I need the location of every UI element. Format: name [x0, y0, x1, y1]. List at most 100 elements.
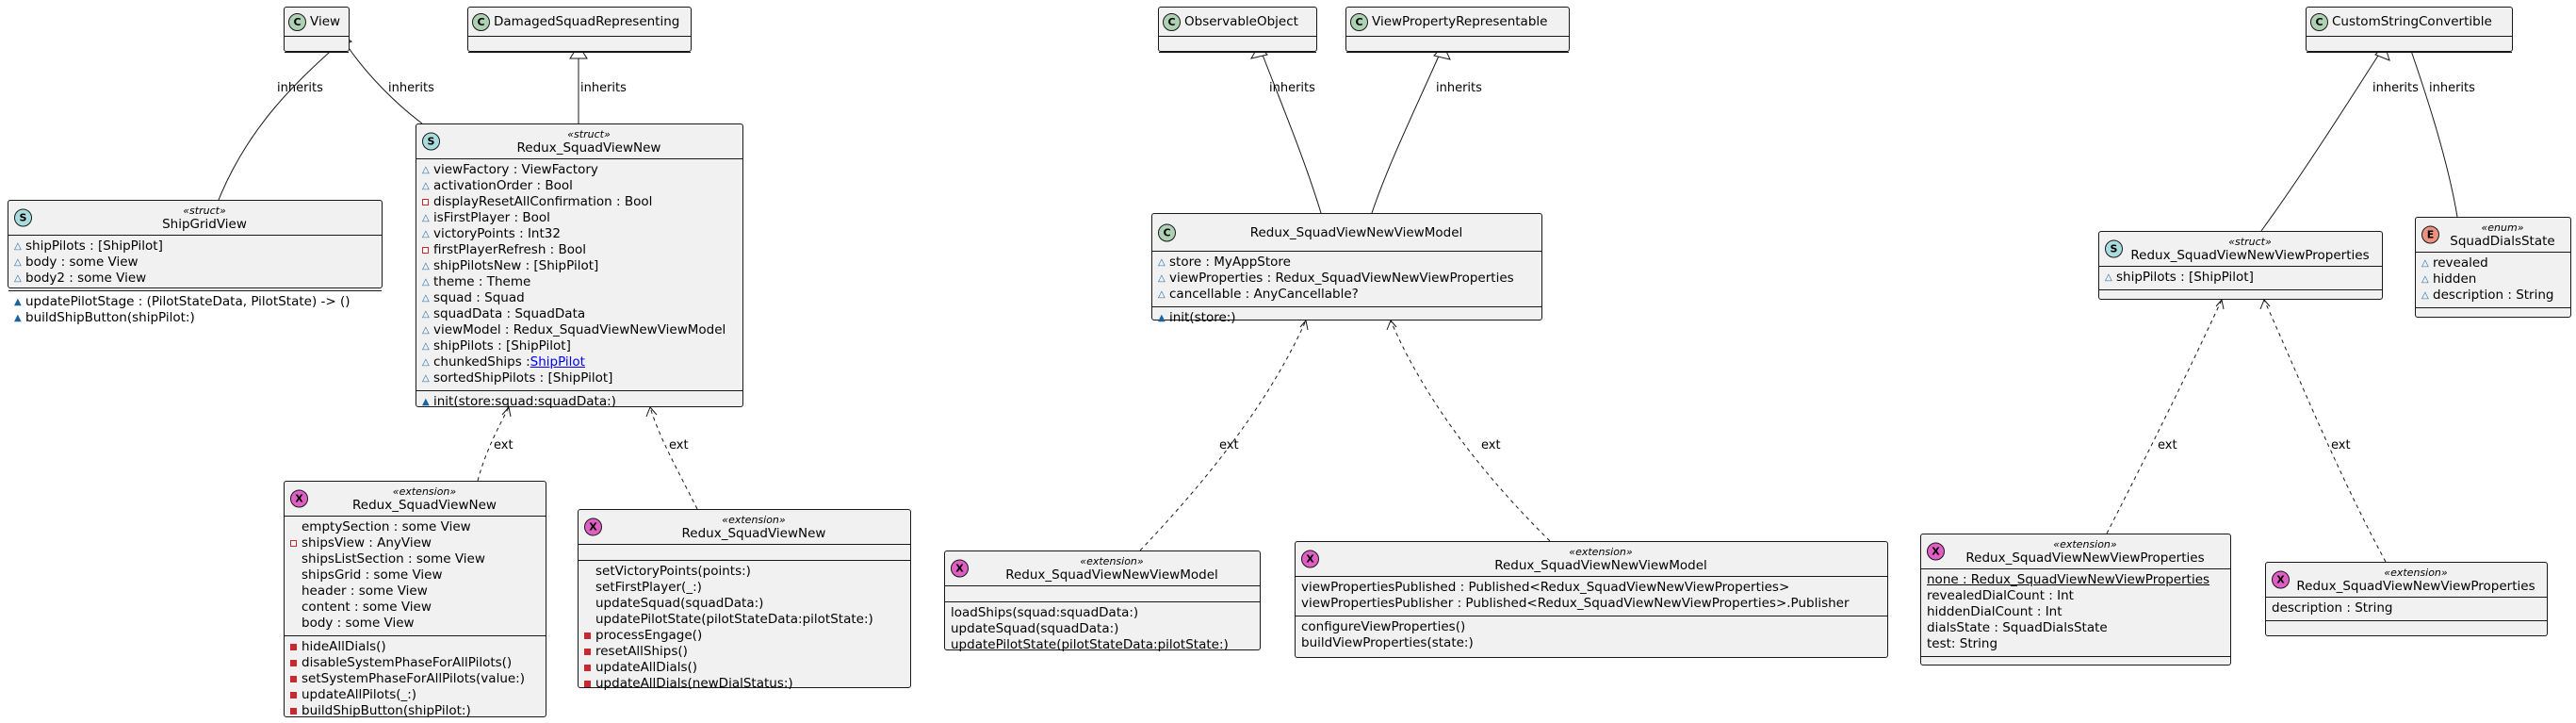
field: description : String: [2433, 288, 2554, 303]
class-name: ShipGridView: [162, 217, 247, 232]
methods-section: hideAllDials() disableSystemPhaseForAllP…: [285, 635, 546, 723]
ext-arrowhead-2: [645, 406, 658, 418]
extension-redux-squad-view-new-view-model-1[interactable]: X «extension» Redux_SquadViewNewViewMode…: [944, 550, 1261, 652]
fields-section: △shipPilots : [ShipPilot] △body : some V…: [8, 235, 382, 290]
struct-ship-grid-view[interactable]: S «struct» ShipGridView △shipPilots : [S…: [8, 200, 383, 325]
field: description : String: [2272, 600, 2393, 616]
extension-redux-squad-view-new-2[interactable]: X «extension» Redux_SquadViewNew setVict…: [578, 509, 911, 691]
struct-badge-icon: S: [2105, 239, 2123, 258]
field: cancellable : AnyCancellable?: [1169, 287, 1359, 302]
package-visibility-icon: △: [422, 213, 430, 223]
edge-label-inherits: inherits: [2429, 81, 2475, 95]
field: isFirstPlayer : Bool: [433, 210, 550, 225]
class-name: ViewPropertyRepresentable: [1372, 14, 1548, 29]
package-visibility-icon: △: [422, 373, 430, 384]
field: hiddenDialCount : Int: [1927, 604, 2062, 619]
methods-section: [1346, 52, 1569, 68]
methods-section: [2307, 52, 2512, 68]
methods-section: setVictoryPoints(points:) setFirstPlayer…: [579, 560, 910, 696]
fields-section: [468, 36, 691, 52]
class-name: Redux_SquadViewNewViewModel: [1005, 567, 1218, 583]
edge-propsext2-extends-props: [2263, 299, 2387, 563]
private-method-icon: [290, 708, 297, 715]
private-method-icon: [584, 665, 591, 671]
class-name: View: [310, 14, 341, 29]
stereotype-label: «enum»: [2481, 222, 2524, 234]
field: displayResetAllConfirmation : Bool: [433, 194, 653, 209]
fields-section: [1346, 36, 1569, 52]
extension-redux-squad-view-new-1[interactable]: X «extension» Redux_SquadViewNew emptySe…: [284, 481, 546, 718]
package-method-icon: ▲: [422, 397, 430, 407]
class-view-property-representable[interactable]: C ViewPropertyRepresentable: [1345, 7, 1570, 53]
field: content : some View: [302, 600, 432, 615]
methods-section: [2099, 289, 2382, 305]
fields-section: [1159, 36, 1316, 52]
field: dialsState : SquadDialsState: [1927, 620, 2108, 635]
field: victoryPoints : Int32: [433, 226, 561, 241]
private-visibility-icon: [290, 540, 297, 547]
private-method-icon: [290, 660, 297, 666]
method: loadShips(squad:squadData:): [951, 605, 1139, 620]
class-name: ObservableObject: [1184, 14, 1298, 29]
edge-label-ext: ext: [1481, 438, 1501, 452]
edge-label-inherits: inherits: [1269, 81, 1315, 95]
stereotype-label: «extension»: [2384, 567, 2448, 579]
methods-section: [1159, 52, 1316, 68]
edge-squadview-inherits-view: [346, 44, 423, 124]
package-visibility-icon: △: [1158, 289, 1166, 300]
field: revealed: [2433, 255, 2488, 271]
enum-badge-icon: E: [2421, 225, 2439, 244]
methods-section: ▲updatePilotStage : (PilotStateData, Pil…: [8, 290, 382, 330]
stereotype-label: «struct»: [183, 205, 226, 217]
field: shipPilots : [ShipPilot]: [2116, 270, 2254, 285]
class-name: Redux_SquadViewNew: [352, 498, 497, 513]
field: theme : Theme: [433, 274, 531, 289]
struct-redux-squad-view-new[interactable]: S «struct» Redux_SquadViewNew △viewFacto…: [416, 123, 743, 409]
class-redux-squad-view-new-view-model[interactable]: C Redux_SquadViewNewViewModel △store : M…: [1151, 213, 1542, 325]
package-visibility-icon: △: [14, 241, 22, 252]
edge-label-ext: ext: [2158, 438, 2177, 452]
edge-label-ext: ext: [2331, 438, 2351, 452]
extension-redux-squad-view-new-view-properties-1[interactable]: X «extension» Redux_SquadViewNewViewProp…: [1920, 534, 2231, 665]
methods-section: [285, 52, 349, 68]
method: updatePilotState(pilotStateData:pilotSta…: [595, 612, 873, 627]
class-name: DamagedSquadRepresenting: [494, 14, 680, 29]
method: init(store:squad:squadData:): [433, 394, 616, 409]
extension-badge-icon: X: [290, 489, 308, 508]
ship-pilot-link[interactable]: ShipPilot: [530, 354, 585, 370]
edge-vm-inherits-viewprop: [1371, 44, 1444, 214]
field: shipsGrid : some View: [302, 567, 443, 583]
package-visibility-icon: △: [2105, 272, 2112, 283]
package-method-icon: ▲: [14, 297, 22, 307]
methods-section: configureViewProperties() buildViewPrope…: [1296, 616, 1887, 655]
field: squad : Squad: [433, 290, 525, 305]
class-name: Redux_SquadViewNewViewProperties: [2296, 579, 2535, 594]
struct-redux-squad-view-new-view-properties[interactable]: S «struct» Redux_SquadViewNewViewPropert…: [2098, 231, 2383, 300]
extension-redux-squad-view-new-view-properties-2[interactable]: X «extension» Redux_SquadViewNewViewProp…: [2265, 562, 2548, 636]
edge-shipgrid-inherits-view: [216, 44, 338, 205]
class-badge-icon: C: [1350, 12, 1368, 31]
package-visibility-icon: △: [422, 325, 430, 336]
stereotype-label: «extension»: [1080, 555, 1144, 567]
methods-section: [2266, 620, 2547, 636]
fields-section: [285, 36, 349, 52]
field: firstPlayerRefresh : Bool: [433, 242, 587, 257]
package-visibility-icon: △: [422, 341, 430, 352]
methods-section: ▲init(store:): [1152, 306, 1541, 330]
enum-squad-dials-state[interactable]: E «enum» SquadDialsState △revealed △hidd…: [2415, 217, 2571, 318]
class-name: Redux_SquadViewNew: [681, 526, 826, 541]
fields-section: description : String: [2266, 597, 2547, 620]
package-visibility-icon: △: [1158, 273, 1166, 284]
fields-section: [579, 544, 910, 560]
edge-label-ext: ext: [494, 438, 514, 452]
extension-badge-icon: X: [2272, 570, 2290, 589]
edge-label-ext: ext: [1219, 438, 1239, 452]
field: activationOrder : Bool: [433, 178, 573, 193]
fields-section: △viewFactory : ViewFactory △activationOr…: [416, 158, 742, 390]
extension-redux-squad-view-new-view-model-2[interactable]: X «extension» Redux_SquadViewNewViewMode…: [1295, 541, 1888, 658]
methods-section: ▲init(store:squad:squadData:): [416, 390, 742, 414]
